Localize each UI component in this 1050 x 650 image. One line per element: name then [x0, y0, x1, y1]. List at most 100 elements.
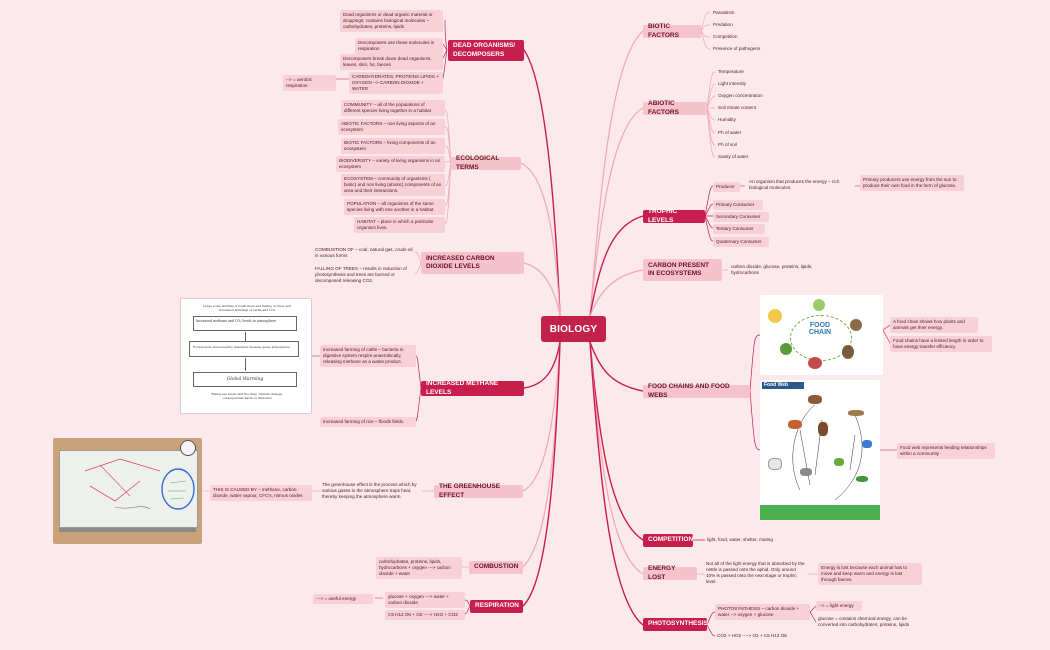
owl-web-icon — [818, 422, 828, 436]
sheet-box-1: Increased methane and CO₂ levels in atmo… — [193, 316, 297, 331]
dead-item-1[interactable]: Dead organisms or dead organic material … — [340, 10, 443, 32]
abiotic-sanity-water[interactable]: Sanity of water — [718, 154, 749, 159]
food-web-image: Food Web — [760, 380, 880, 520]
food-chain-image: FOOD CHAIN — [760, 295, 883, 375]
topic-abiotic-factors[interactable]: ABIOTIC FACTORS — [643, 100, 707, 116]
topic-greenhouse-effect[interactable]: THE GREENHOUSE EFFECT — [434, 483, 523, 499]
abiotic-ph-water[interactable]: Ph of water — [718, 130, 742, 135]
topic-food-chains-webs[interactable]: FOOD CHAINS AND FOOD WEBS — [643, 383, 750, 399]
caterpillar-icon — [813, 299, 825, 311]
respiration-word-equation[interactable]: glucose + oxygen ---> water + carbon dio… — [385, 592, 465, 608]
sheet-arrow-1 — [245, 332, 246, 341]
greenhouse-definition[interactable]: The greenhouse effect is the process whi… — [322, 482, 417, 499]
biotic-parasitism[interactable]: Parasitism — [713, 10, 735, 15]
abiotic-temperature[interactable]: Temperature — [718, 69, 744, 74]
sun-icon — [768, 309, 782, 323]
methane-flowchart-image: Large scale farming of fossil fuels and … — [180, 298, 312, 414]
topic-respiration[interactable]: RESPIRATION — [470, 600, 523, 613]
dead-item-3[interactable]: Decomposers break down dead organisms, l… — [340, 54, 443, 70]
co2-combustion[interactable]: COMBUSTION OF – coal, natural gas, crude… — [315, 247, 413, 258]
whiteboard-photo — [53, 438, 202, 544]
whiteboard-drawing — [84, 458, 195, 510]
eco-term-abiotic[interactable]: ABIOTIC FACTORS – non living aspects of … — [338, 119, 445, 135]
topic-photosynthesis[interactable]: PHOTOSYNTHESIS — [643, 618, 708, 631]
frog-icon — [834, 458, 844, 466]
co2-falling-trees[interactable]: FALLING OF TREES – results in reduction … — [315, 266, 407, 283]
sheet-arrow-2 — [245, 358, 246, 371]
abiotic-oxygen[interactable]: Oxygen concentration — [718, 93, 763, 98]
carbon-compounds[interactable]: carbon dioxide, glucose, proteins, lipid… — [731, 264, 813, 275]
hawk-icon — [808, 395, 822, 404]
trophic-primary[interactable]: Primary Consumer — [713, 200, 763, 210]
abiotic-humidity[interactable]: Humidity — [718, 117, 736, 122]
abiotic-nitrate[interactable]: Soil nitrate content — [718, 105, 757, 110]
sheet-box-2: Excess heat unnecessarily insulated beca… — [189, 341, 299, 357]
eco-term-community[interactable]: COMMUNITY – all of the populations of di… — [341, 100, 445, 116]
eco-term-ecosystem[interactable]: ECOSYSTEM – community of organisms ( bio… — [341, 174, 445, 196]
eco-term-biotic[interactable]: BIOTIC FACTORS – living components of an… — [341, 138, 445, 154]
food-chain-note-1[interactable]: A food chain shows how plants and animal… — [890, 317, 978, 333]
energy-transfer[interactable]: Not all of the light energy that is abso… — [706, 561, 805, 584]
topic-dead-organisms[interactable]: DEAD ORGANISMS/ DECOMPOSERS — [448, 40, 524, 61]
respiration-note[interactable]: ---> = useful energy — [313, 594, 373, 604]
dead-note[interactable]: --> = aerobic respiration — [283, 75, 336, 91]
topic-competition[interactable]: COMPETITION — [643, 534, 693, 547]
dead-item-2[interactable]: Decomposers use these molecules in respi… — [355, 38, 443, 54]
food-web-title: Food Web — [762, 382, 804, 389]
topic-increased-co2[interactable]: INCREASED CARBON DIOXIDE LEVELS — [421, 252, 524, 274]
clock-icon — [180, 440, 196, 456]
respiration-symbol-equation[interactable]: C6 H12 O6 + O2 ----> H2O + CO2 — [385, 610, 465, 620]
biotic-predation[interactable]: Predation — [713, 22, 733, 27]
photosynthesis-note-light[interactable]: --> = light energy — [816, 601, 862, 611]
topic-biotic-factors[interactable]: BIOTIC FACTORS — [643, 23, 701, 39]
sheet-heading: Large scale farming of fossil fuels and … — [203, 304, 291, 312]
food-chain-note-2[interactable]: Food chains have a limited length in ord… — [890, 336, 992, 352]
trophic-producer[interactable]: Producer — [713, 182, 740, 192]
methane-cattle[interactable]: Increased farming of cattle – bacteria i… — [320, 345, 416, 367]
mouse-icon — [800, 468, 812, 476]
eco-term-population[interactable]: POPULATION – all organisms of the same s… — [344, 199, 445, 215]
rabbit-icon — [768, 458, 782, 470]
grasshopper-icon — [856, 476, 868, 482]
biotic-competition[interactable]: Competition — [713, 34, 738, 39]
topic-ecological-terms[interactable]: ECOLOGICAL TERMS — [451, 155, 521, 171]
trophic-tertiary[interactable]: Tertiary Consumer — [713, 224, 765, 234]
topic-energy-lost[interactable]: ENERGY LOST — [643, 565, 697, 581]
fox-icon — [788, 420, 802, 429]
abiotic-light[interactable]: Light intensity — [718, 81, 747, 86]
whiteboard-tray — [59, 528, 196, 532]
food-web-arrows — [760, 404, 880, 520]
food-chain-title: FOOD CHAIN — [808, 322, 832, 336]
greenhouse-causes[interactable]: THIS IS CAUSED BY – methane, carbon diox… — [210, 485, 312, 501]
photosynthesis-symbol-equation[interactable]: CO2 + HO2 ----> O2 + C6 H12 O6 — [717, 633, 787, 638]
topic-carbon-ecosystems[interactable]: CARBON PRESENT IN ECOSYSTEMS — [643, 259, 722, 281]
topic-increased-methane[interactable]: INCREASED METHANE LEVELS — [421, 380, 524, 396]
trophic-producer-note[interactable]: Primary producers use energy from the su… — [860, 175, 964, 191]
trophic-quaternary[interactable]: Quaternary Consumer — [713, 237, 769, 247]
dead-item-4[interactable]: CARBOHYDRATES, PROTEINS LIPIDS + OXYGEN … — [349, 72, 443, 94]
photosynthesis-word-equation[interactable]: PHOTOSYNTHESIS – carbon dioxide + water … — [715, 604, 810, 620]
whiteboard-surface — [59, 450, 198, 528]
energy-loss-reason[interactable]: Energy is lost because each animal has t… — [818, 563, 922, 585]
food-web-note[interactable]: Food web represents feeding relationship… — [897, 443, 995, 459]
combustion-equation[interactable]: carbohydrates, proteins, lipids, hydroca… — [376, 557, 462, 579]
photosynthesis-note-glucose[interactable]: glucose = contains chemical energy, can … — [818, 616, 910, 627]
trophic-producer-definition[interactable]: An organism that produces the energy – r… — [749, 179, 840, 190]
eco-term-habitat[interactable]: HABITAT – place in which a particular or… — [354, 217, 445, 233]
eco-term-biodiversity[interactable]: BIODIVERSITY – variety of living organis… — [336, 156, 445, 172]
topic-trophic-levels[interactable]: TROPHIC LEVELS — [643, 208, 705, 224]
bird-web-icon — [862, 440, 872, 448]
methane-rice[interactable]: Increased farming of rice – floods field… — [320, 417, 416, 427]
mushroom-icon — [808, 357, 822, 369]
root-node[interactable]: BIOLOGY — [541, 316, 606, 342]
topic-combustion[interactable]: COMBUSTION — [469, 561, 523, 574]
biotic-pathogens[interactable]: Presence of pathogens — [713, 46, 761, 51]
plant-icon — [780, 343, 792, 355]
sheet-footer: Rising sea levels and flooding, climate … — [211, 392, 283, 400]
competition-resources[interactable]: light, food, water, shelter, mating — [707, 537, 773, 542]
abiotic-ph-soil[interactable]: Ph of soil — [718, 142, 737, 147]
trophic-secondary[interactable]: Secondary Consumer — [713, 212, 769, 222]
sheet-box-3: Global Warming — [193, 372, 297, 387]
snake-icon — [848, 410, 864, 416]
